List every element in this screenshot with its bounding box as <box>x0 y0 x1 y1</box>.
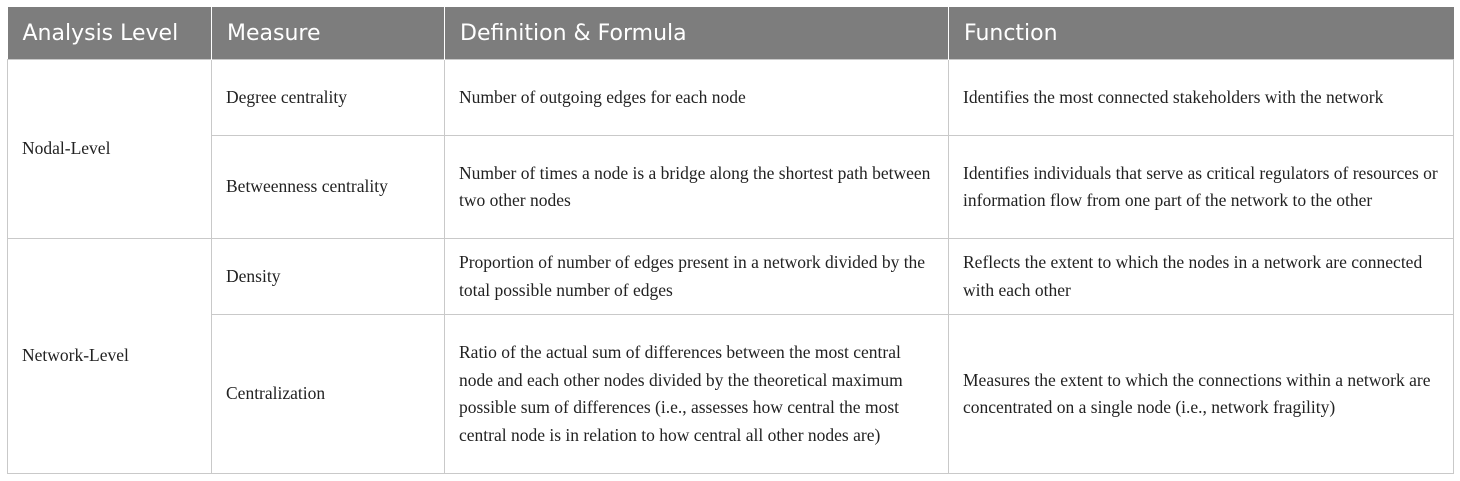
analysis-level-cell-network: Network-Level <box>7 238 212 474</box>
measure-cell: Density <box>211 238 445 315</box>
function-cell: Identifies the most connected stakeholde… <box>948 59 1454 136</box>
table-body: Nodal-Level Degree centrality Number of … <box>7 59 1454 474</box>
function-cell: Reflects the extent to which the nodes i… <box>948 238 1454 315</box>
analysis-level-cell-nodal: Nodal-Level <box>7 59 212 239</box>
header-analysis-level: Analysis Level <box>7 7 212 60</box>
table-row: Centralization Ratio of the actual sum o… <box>8 314 1454 474</box>
measure-cell: Betweenness centrality <box>211 135 445 239</box>
header-function: Function <box>948 7 1454 60</box>
table-header: Analysis Level Measure Definition & Form… <box>7 7 1454 60</box>
table-row: Nodal-Level Degree centrality Number of … <box>7 59 1454 239</box>
function-cell: Identifies individuals that serve as cri… <box>948 135 1454 239</box>
measure-cell: Centralization <box>211 314 445 474</box>
header-definition-formula: Definition & Formula <box>444 7 949 60</box>
definition-cell: Number of times a node is a bridge along… <box>444 135 949 239</box>
network-measures-table: Analysis Level Measure Definition & Form… <box>7 7 1454 474</box>
definition-cell: Proportion of number of edges present in… <box>444 238 949 315</box>
definition-cell: Ratio of the actual sum of differences b… <box>444 314 949 474</box>
header-row: Analysis Level Measure Definition & Form… <box>7 7 1454 60</box>
table-row: Betweenness centrality Number of times a… <box>8 135 1454 239</box>
function-cell: Measures the extent to which the connect… <box>948 314 1454 474</box>
measure-cell: Degree centrality <box>211 59 445 136</box>
network-measures-table-wrapper: Analysis Level Measure Definition & Form… <box>7 7 1454 474</box>
table-row: Network-Level Density Proportion of numb… <box>7 238 1454 474</box>
header-measure: Measure <box>211 7 445 60</box>
definition-cell: Number of outgoing edges for each node <box>444 59 949 136</box>
